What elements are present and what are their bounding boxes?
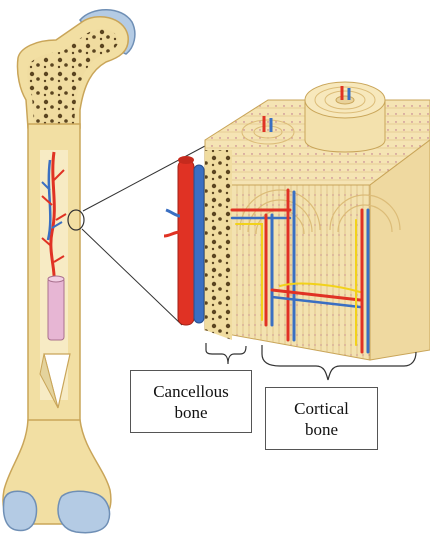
zoom-line-bottom bbox=[82, 229, 182, 325]
femur bbox=[3, 10, 135, 533]
cortical-label-line2: bone bbox=[305, 419, 338, 440]
distal-cartilage-right bbox=[58, 491, 110, 532]
cortical-bone-label: Cortical bone bbox=[265, 387, 378, 450]
cancellous-label-line1: Cancellous bbox=[153, 381, 229, 402]
cancellous-brace bbox=[206, 343, 246, 364]
periosteal-vessels bbox=[164, 156, 204, 325]
osteon-cylinder bbox=[305, 82, 385, 152]
cancellous-strip bbox=[205, 150, 232, 340]
cortical-label-line1: Cortical bbox=[294, 398, 349, 419]
cancellous-label-line2: bone bbox=[174, 402, 207, 423]
marrow-cylinder bbox=[48, 278, 64, 340]
bone-block bbox=[164, 82, 430, 360]
distal-cartilage-left bbox=[4, 491, 37, 530]
cancellous-bone-label: Cancellous bone bbox=[130, 370, 252, 433]
